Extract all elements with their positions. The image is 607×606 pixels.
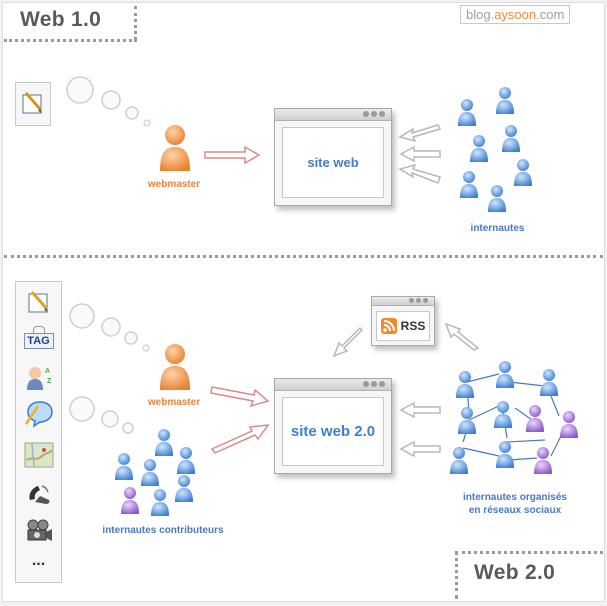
edit-icon [27,291,48,313]
web1-title-underline [4,39,137,42]
map-icon [24,442,53,468]
rss-window: RSS [371,296,435,346]
web2-site-label: site web 2.0 [290,423,376,440]
blog-url-suffix: .com [536,7,565,22]
social-label-line1: internautes organisés [463,492,567,503]
web2-title-overline [455,551,603,554]
arrows-social-to-site [399,401,441,458]
rss-label: RSS [400,319,426,333]
web2-title: Web 2.0 [474,561,556,584]
web1-site-label: site web [307,155,359,170]
web1-title: Web 1.0 [20,8,102,31]
web2-arrows-to-site [210,386,270,454]
tag-label: TAG [23,333,54,349]
social-network-cluster [450,361,578,474]
web2-title-divider [455,551,458,599]
blog-url-badge[interactable]: blog.aysoon.com [460,5,571,24]
contributors-label: internautes contributeurs [102,525,224,536]
blog-url-prefix: blog. [466,7,495,22]
chat-bubble-icon [24,401,53,428]
web1-users-label: internautes [470,223,525,234]
blog-url-brand: aysoon [494,7,537,22]
web1-users-cluster [458,87,532,212]
edit-icon [22,92,42,114]
user-profile-icon: A Z [26,367,52,390]
video-camera-icon [27,519,52,541]
contributors-cluster [115,429,195,516]
web1-title-divider [134,6,137,40]
svg-text:Z: Z [47,378,52,385]
web2-tools-sidebar: TAG A Z ... [15,281,62,583]
rss-icon [380,318,397,334]
webmaster-person-icon [160,125,190,171]
web1-webmaster-label: webmaster [147,179,201,190]
web1-arrows-users-to-site [398,124,442,184]
svg-text:A: A [45,368,50,375]
social-label-line2: en réseaux sociaux [468,505,562,516]
web2-webmaster-label: webmaster [147,397,201,408]
web1-arrow-webmaster-to-site [204,145,261,165]
web1-thought-bubbles [66,76,151,127]
web2-site-window: site web 2.0 [274,378,392,474]
arrow-rss-to-site [332,326,364,358]
arrow-social-to-rss [444,322,480,351]
web1-tool-box [15,82,51,126]
section-divider [4,255,603,258]
social-label: internautes organisés en réseaux sociaux [445,491,585,517]
web1-site-window: site web [274,108,392,206]
web2-thought-bubbles-bottom [69,396,134,434]
more-tools-ellipsis[interactable]: ... [31,552,46,569]
web2-thought-bubbles-top [69,303,150,352]
phone-icon [28,485,49,504]
web2-webmaster-person-icon [160,344,190,390]
tag-icon: TAG [23,326,54,354]
